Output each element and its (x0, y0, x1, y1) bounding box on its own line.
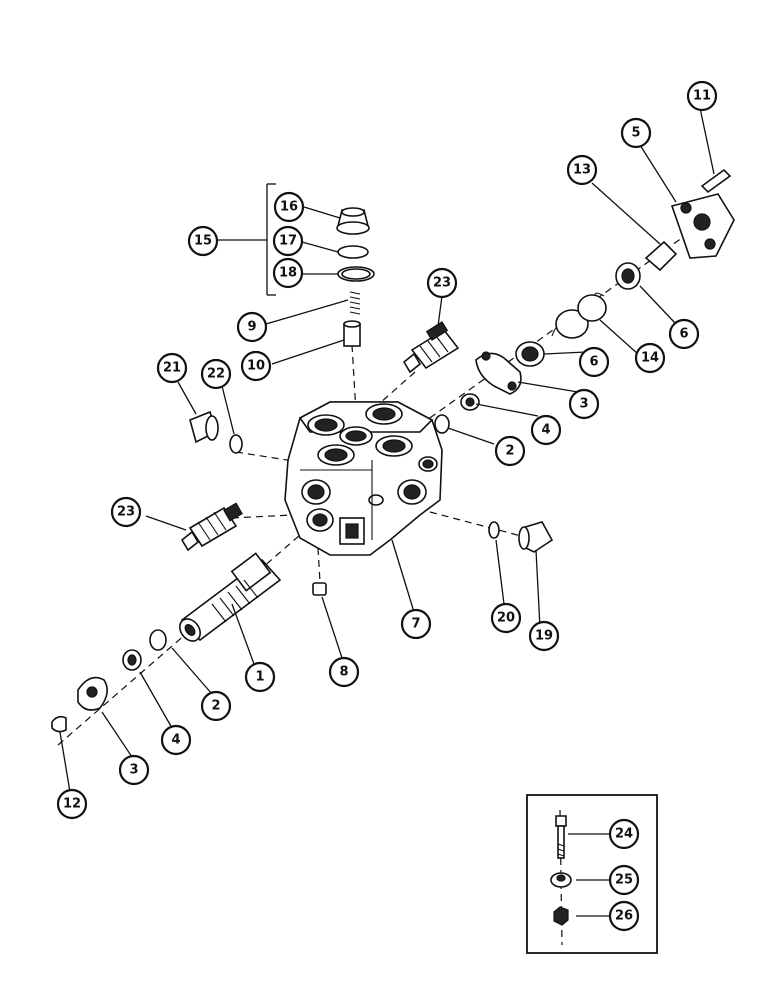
callout-label: 26 (615, 909, 633, 924)
callout-label: 10 (247, 359, 265, 374)
callout-label: 19 (535, 629, 553, 644)
ring-17 (337, 245, 369, 259)
callout-3: 3 (568, 388, 600, 420)
callout-16: 16 (273, 191, 305, 223)
callout-21: 21 (156, 352, 188, 384)
callout-18: 18 (272, 257, 304, 289)
callout-label: 3 (129, 763, 138, 778)
callout-label: 14 (641, 351, 659, 366)
callout-3: 3 (118, 754, 150, 786)
callout-4: 4 (530, 414, 562, 446)
o-ring-20 (488, 521, 500, 539)
top-relief-stack (336, 207, 375, 347)
callout-19: 19 (528, 620, 560, 652)
callout-13: 13 (566, 154, 598, 186)
relief-cartridge-lower (180, 502, 243, 552)
callout-20: 20 (490, 602, 522, 634)
bolt-24 (555, 815, 567, 827)
callout-25: 25 (608, 864, 640, 896)
callout-1: 1 (244, 661, 276, 693)
o-ring-lower (149, 629, 167, 651)
callout-label: 15 (194, 234, 212, 249)
callout-label: 11 (693, 89, 711, 104)
callout-5: 5 (620, 117, 652, 149)
callout-6: 6 (668, 318, 700, 350)
callout-label: 4 (541, 423, 550, 438)
callout-label: 12 (63, 797, 81, 812)
assembly-centerlines (57, 224, 701, 946)
callout-label: 17 (279, 234, 297, 249)
callout-8: 8 (328, 656, 360, 688)
callout-label: 13 (573, 163, 591, 178)
callout-label: 18 (279, 266, 297, 281)
callout-12: 12 (56, 788, 88, 820)
bolt-13 (644, 240, 678, 272)
small-plug-8 (312, 582, 327, 596)
relief-cartridge-upper (402, 321, 460, 374)
callout-label: 8 (339, 665, 348, 680)
callout-label: 2 (505, 444, 514, 459)
callout-2: 2 (200, 690, 232, 722)
callout-label: 5 (631, 126, 640, 141)
hardware-inset (526, 794, 658, 954)
callout-24: 24 (608, 818, 640, 850)
callout-label: 23 (117, 505, 135, 520)
lower-seal-stack (51, 629, 167, 733)
spool (179, 552, 282, 642)
o-ring-22 (229, 434, 243, 454)
nut-26 (553, 906, 569, 926)
callout-2: 2 (494, 435, 526, 467)
callout-label: 1 (255, 670, 264, 685)
callout-label: 6 (679, 327, 688, 342)
callout-9: 9 (236, 311, 268, 343)
right-plug (488, 521, 554, 553)
o-ring-upper (434, 414, 450, 434)
callout-label: 23 (433, 276, 451, 291)
callout-10: 10 (240, 350, 272, 382)
spring-9 (349, 291, 361, 315)
callout-label: 9 (247, 320, 256, 335)
callout-label: 4 (171, 733, 180, 748)
callout-22: 22 (200, 358, 232, 390)
valve-body (284, 401, 443, 556)
callout-4: 4 (160, 724, 192, 756)
callout-26: 26 (608, 900, 640, 932)
callout-17: 17 (272, 225, 304, 257)
callout-23: 23 (426, 267, 458, 299)
screw-lower (51, 715, 67, 733)
callout-23: 23 (110, 496, 142, 528)
callout-14: 14 (634, 342, 666, 374)
callout-label: 2 (211, 699, 220, 714)
callout-label: 25 (615, 873, 633, 888)
left-plug (189, 410, 243, 454)
screw-11 (700, 168, 732, 194)
callout-label: 3 (579, 397, 588, 412)
callout-label: 24 (615, 827, 633, 842)
callout-label: 16 (280, 200, 298, 215)
callout-label: 6 (589, 355, 598, 370)
callout-11: 11 (686, 80, 718, 112)
callout-7: 7 (400, 608, 432, 640)
callout-label: 7 (411, 617, 420, 632)
leader-lines (59, 107, 715, 917)
callout-label: 21 (163, 361, 181, 376)
callout-6: 6 (578, 346, 610, 378)
callout-15: 15 (187, 225, 219, 257)
centering-spring-stack (434, 168, 735, 434)
callout-label: 22 (207, 367, 225, 382)
callout-label: 20 (497, 611, 515, 626)
